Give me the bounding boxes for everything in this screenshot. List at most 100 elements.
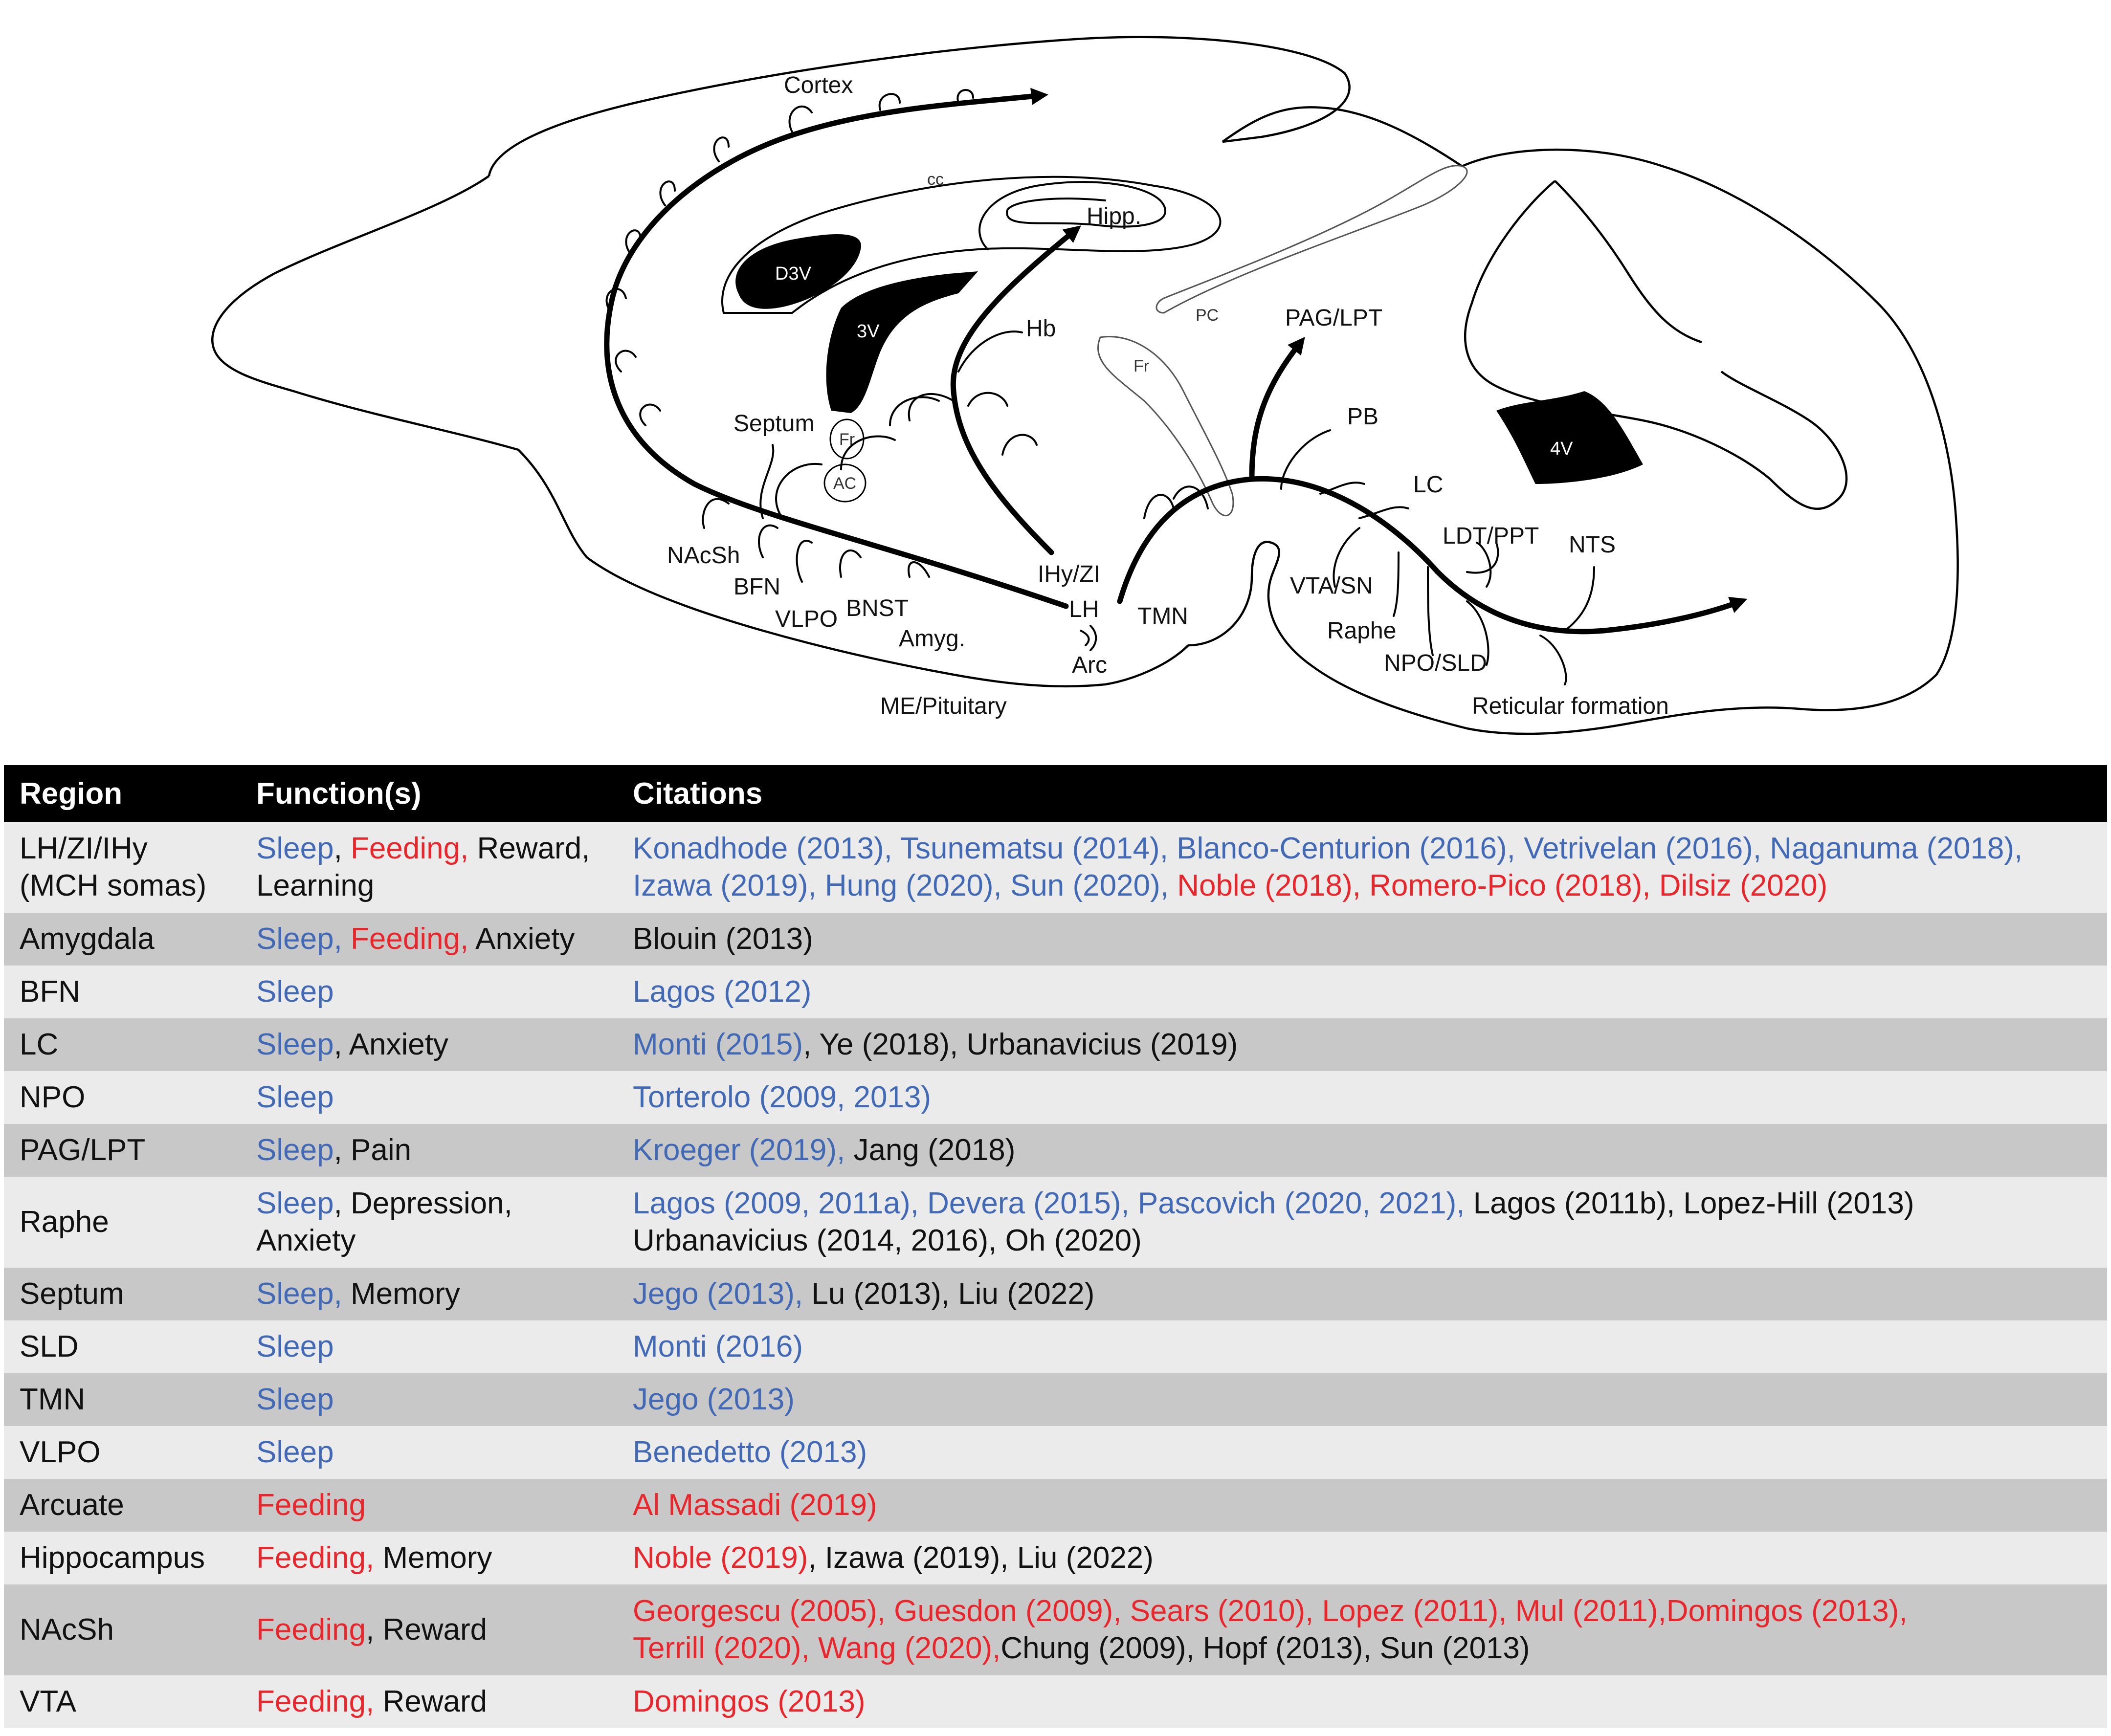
cell-citations-line: Lagos (2012)	[633, 973, 2097, 1011]
text-segment: , Izawa (2019), Liu (2022)	[808, 1541, 1154, 1575]
cell-functions: Sleep	[256, 973, 633, 1011]
cell-citations-line: Kroeger (2019), Jang (2018)	[633, 1132, 2097, 1169]
cell-region: Septum	[4, 1275, 256, 1313]
hippocampus-projection-arrow	[950, 225, 1081, 555]
label-ldt-ppt: LDT/PPT	[1443, 523, 1539, 549]
cerebellum-outline	[1188, 106, 1959, 735]
cell-citations: Georgescu (2005), Guesdon (2009), Sears …	[633, 1593, 2107, 1667]
label-3v: 3V	[857, 321, 880, 342]
cell-citations-line: Al Massadi (2019)	[633, 1487, 2097, 1524]
cell-citations-line: Noble (2019), Izawa (2019), Liu (2022)	[633, 1539, 2097, 1577]
text-segment: Anxiety	[256, 1224, 356, 1257]
cell-citations-line: Blouin (2013)	[633, 921, 2097, 958]
cell-citations-line: Jego (2013)	[633, 1381, 2097, 1418]
label-nacsh: NAcSh	[667, 543, 740, 569]
table-row: VLPO Sleep Benedetto (2013)	[4, 1426, 2107, 1479]
cell-functions-line: Sleep, Feeding, Reward,	[256, 830, 633, 867]
3v-ventricle	[826, 271, 978, 413]
text-segment: , Anxiety	[333, 1028, 448, 1061]
text-segment: Sleep	[256, 1028, 334, 1061]
cell-region: BFN	[4, 973, 256, 1011]
label-vta-sn: VTA/SN	[1290, 573, 1373, 599]
cell-functions: Feeding, Reward	[256, 1611, 633, 1648]
cell-citations-line: Lagos (2009, 2011a), Devera (2015), Pasc…	[633, 1185, 2097, 1222]
cell-region: SLD	[4, 1328, 256, 1365]
cell-citations: Konadhode (2013), Tsunematsu (2014), Bla…	[633, 830, 2107, 904]
text-segment: Sleep	[256, 1330, 334, 1363]
region-line: PAG/LPT	[20, 1133, 146, 1167]
cell-functions: Sleep, Pain	[256, 1132, 633, 1169]
cell-citations: Lagos (2009, 2011a), Devera (2015), Pasc…	[633, 1185, 2107, 1259]
label-vlpo: VLPO	[775, 606, 838, 632]
cell-functions-line: Sleep, Feeding, Anxiety	[256, 921, 633, 958]
text-segment: Sleep	[256, 1435, 334, 1469]
text-segment: Sleep	[256, 1133, 334, 1167]
cell-citations: Benedetto (2013)	[633, 1434, 2107, 1471]
cell-citations-line: Konadhode (2013), Tsunematsu (2014), Bla…	[633, 830, 2097, 867]
cell-functions-line: Sleep	[256, 973, 633, 1011]
label-pc: PC	[1196, 306, 1219, 325]
text-segment: Lagos (2011b), Lopez-Hill (2013)	[1473, 1187, 1914, 1220]
header-region: Region	[20, 776, 123, 811]
cell-region: TMN	[4, 1381, 256, 1418]
hippocampus-outline	[978, 181, 1166, 250]
text-segment: Terrill (2020), Wang (2020),	[633, 1631, 1001, 1665]
table-header: Region Function(s) Citations	[4, 765, 2107, 822]
text-segment: Feeding,	[256, 1685, 375, 1718]
cell-functions-line: Sleep, Pain	[256, 1132, 633, 1169]
region-line: VLPO	[20, 1435, 101, 1469]
cell-citations: Jego (2013)	[633, 1381, 2107, 1418]
cell-citations: Jego (2013), Lu (2013), Liu (2022)	[633, 1275, 2107, 1313]
cell-region: VLPO	[4, 1434, 256, 1471]
text-segment: Torterolo (2009, 2013)	[633, 1080, 932, 1114]
text-segment: Noble (2019)	[633, 1541, 808, 1575]
header-citations: Citations	[633, 776, 763, 811]
cell-region: Amygdala	[4, 921, 256, 958]
region-line: Septum	[20, 1277, 124, 1311]
cell-functions-line: Sleep	[256, 1079, 633, 1116]
text-segment: Feeding,	[351, 832, 469, 865]
table-row: LH/ZI/IHy(MCH somas)Sleep, Feeding, Rewa…	[4, 822, 2107, 913]
label-bfn: BFN	[733, 574, 780, 600]
region-line: (MCH somas)	[20, 869, 207, 902]
text-segment: , Pain	[333, 1133, 412, 1167]
text-segment: Chung (2009), Hopf (2013), Sun (2013)	[1000, 1631, 1530, 1665]
label-bnst: BNST	[846, 595, 909, 621]
text-segment: Sleep	[256, 1080, 334, 1114]
text-segment: Sleep	[256, 1383, 334, 1416]
cell-citations: Al Massadi (2019)	[633, 1487, 2107, 1524]
cell-functions: Sleep, Anxiety	[256, 1026, 633, 1063]
region-line: Amygdala	[20, 922, 155, 956]
brain-lower-outline	[211, 175, 1189, 688]
cell-citations: Torterolo (2009, 2013)	[633, 1079, 2107, 1116]
cell-region: NAcSh	[4, 1611, 256, 1648]
text-segment: , Ye (2018), Urbanavicius (2019)	[803, 1028, 1238, 1061]
cell-citations: Noble (2019), Izawa (2019), Liu (2022)	[633, 1539, 2107, 1577]
label-npo-sld: NPO/SLD	[1384, 650, 1487, 676]
cell-region: Arcuate	[4, 1487, 256, 1524]
cerebrum-outline	[488, 36, 1351, 176]
cell-functions-line: Anxiety	[256, 1222, 633, 1259]
text-segment: Jang (2018)	[853, 1133, 1016, 1167]
cell-region: Hippocampus	[4, 1539, 256, 1577]
label-amyg: Amyg.	[899, 626, 965, 652]
cell-functions: Sleep, Depression,Anxiety	[256, 1185, 633, 1259]
cell-citations: Blouin (2013)	[633, 921, 2107, 958]
brain-projection-diagram: cc Hipp. D3V 3V 4V PC Fr Fr AC	[0, 0, 2111, 748]
region-line: BFN	[20, 975, 80, 1009]
cell-functions: Sleep, Feeding, Reward,Learning	[256, 830, 633, 904]
pc-outline	[1155, 165, 1468, 314]
text-segment: Kroeger (2019),	[633, 1133, 854, 1167]
cell-citations-line: Benedetto (2013)	[633, 1434, 2097, 1471]
cell-citations-line: Jego (2013), Lu (2013), Liu (2022)	[633, 1275, 2097, 1313]
text-segment: Urbanavicius (2014, 2016), Oh (2020)	[633, 1224, 1142, 1257]
table-body: LH/ZI/IHy(MCH somas)Sleep, Feeding, Rewa…	[4, 822, 2107, 1728]
header-functions: Function(s)	[256, 776, 422, 811]
region-line: SLD	[20, 1330, 79, 1363]
cell-functions-line: Sleep, Anxiety	[256, 1026, 633, 1063]
label-tmn: TMN	[1137, 603, 1188, 629]
